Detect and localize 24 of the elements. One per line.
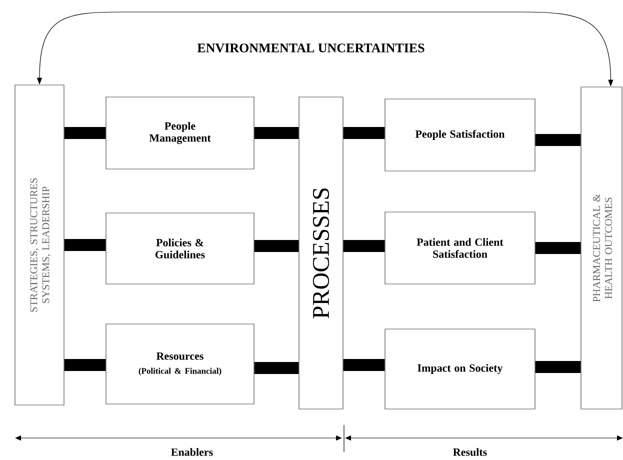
side-box: STRATEGIES, STRUCTURES SYSTEMS, LEADERSHIP — [14, 84, 64, 406]
connector-bar — [535, 242, 581, 254]
process-box: Impact on Society — [384, 328, 536, 410]
connector-bar — [343, 127, 385, 139]
process-box: Policies & Guidelines — [106, 212, 254, 284]
connector-bar — [64, 239, 106, 251]
connector-bar — [254, 127, 299, 139]
section-label: Results — [453, 448, 487, 456]
process-box: People Management — [106, 96, 254, 170]
connector-bar — [254, 362, 299, 374]
connector-bar — [64, 359, 106, 371]
section-label: Enablers — [171, 448, 213, 456]
connector-bar — [254, 240, 299, 252]
connector-bar — [535, 134, 581, 146]
heading: ENVIRONMENTAL UNCERTAINTIES — [197, 44, 424, 52]
connector-bar — [64, 127, 106, 139]
connector-bar — [535, 361, 581, 373]
side-box: PHARMACEUTICAL & HEALTH OUTCOMES — [580, 86, 622, 410]
process-box: PROCESSES — [298, 96, 344, 410]
connector-bar — [343, 359, 385, 371]
connector-bar — [343, 240, 385, 252]
process-box: People Satisfaction — [384, 98, 536, 172]
process-box: Resources (Political & Financial) — [106, 324, 254, 404]
process-box: Patient and Client Satisfaction — [384, 212, 536, 284]
